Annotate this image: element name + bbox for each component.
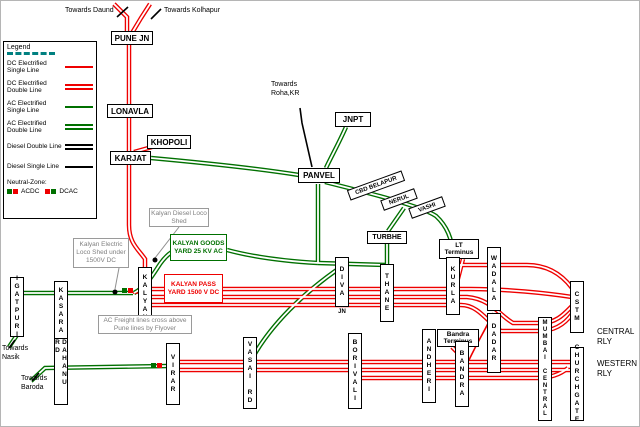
legend-title: Legend [7,44,31,51]
ac-swatch [51,189,57,194]
dc-double-line-sample [65,84,93,90]
neutral-zone-legend: Neutral-Zone: ACDC DCAC [7,179,93,195]
diesel-shed-pointer [154,226,180,259]
station-panvel: PANVEL [298,168,340,183]
station-kurla: KURLA [446,257,460,315]
station-andheri: ANDHERI [422,329,436,403]
station-borivali: BORIVALI [348,333,362,409]
note-ac-freight-flyover: AC Freight lines cross above Pune lines … [98,315,192,334]
baroda-arrow [31,372,40,382]
diesel-single-line-sample [65,166,93,168]
dc-swatch [45,189,51,194]
label-central-rly: CENTRAL RLY [597,327,635,347]
legend-row: AC Electrified Double Line [7,117,93,137]
legend-row: DC Electrified Single Line [7,57,93,77]
diesel-double-line-sample [65,144,93,150]
ac-swatch [7,189,12,194]
legend-divider [7,52,55,55]
neutral-zone-kasara-dc [128,288,133,293]
station-kalyan: KALYAN [138,267,152,329]
direction-towards-baroda: Towards Baroda [21,375,48,391]
neutral-zone-label: Neutral-Zone: [7,179,47,186]
neutral-zone-virar-ac [151,363,156,368]
station-lt-terminus: LT Terminus [439,239,479,259]
station-turbhe: TURBHE [367,231,407,244]
neutral-zone-virar-dc [157,363,162,368]
direction-towards-nasik: Towards Nasik [2,345,29,361]
ac-line-freight-goodsyard [226,247,319,266]
legend-row: Diesel Double Line [7,137,93,157]
kolhapur-arrow [150,8,162,20]
diesel-line-panvel-roha [299,107,313,168]
direction-towards-roha: Towards Roha,KR [271,81,300,97]
legend-item-label: AC Electrified Double Line [7,119,47,134]
station-mumbai-central: MUMBAI CENTRAL [538,317,552,421]
dc-swatch [13,189,18,194]
legend-row: AC Electrified Single Line [7,97,93,117]
electric-loco-shed-dot [112,289,118,295]
label-western-rly: WESTERN RLY [597,359,637,379]
station-lonavla: LONAVLA [107,104,153,118]
station-wadala: WADALA [487,247,501,311]
station-dadar: DADAR [487,313,501,373]
direction-towards-daund: Towards Daund [65,7,114,14]
daund-arrow [116,6,129,18]
neutral-zone-kasara-ac [122,288,127,293]
dcac-label: DCAC [59,188,78,195]
legend-item-label: AC Electrified Single Line [7,99,47,114]
station-pune-jn: PUNE JN [111,31,153,45]
note-kalyan-goods-yard: KALYAN GOODS YARD 25 KV AC [170,234,227,261]
legend-item-label: Diesel Single Line [7,163,60,171]
dc-line-harbour-wadala-cst [460,262,574,290]
station-virar: VIRAR [166,343,180,405]
legend-item-label: Diesel Double Line [7,143,62,151]
station-cstm: CSTM [570,281,584,333]
acdc-label: ACDC [21,188,40,195]
note-kalyan-electric-loco-shed: Kalyan Electric Loco Shed under 1500V DC [73,238,129,268]
station-dahanu-rd: DAHANU RD [54,338,68,405]
station-jnpt: JNPT [335,112,371,127]
station-igatpuri: IGATPURI [10,275,24,339]
legend-panel: Legend DC Electrified Single Line DC Ele… [3,41,97,219]
note-kalyan-diesel-loco-shed: Kalyan Diesel Loco Shed [149,208,209,227]
direction-towards-kolhapur: Towards Kolhapur [164,7,221,14]
nasik-arrow [8,339,16,349]
legend-item-label: DC Electrified Single Line [7,59,47,74]
legend-item-label: DC Electrified Double Line [7,79,47,94]
station-churchgate: CHURCHGATE [570,344,584,424]
station-thane: THANE [380,264,394,322]
diesel-loco-shed-dot [152,257,158,263]
note-kalyan-pass-yard: KALYAN PASS YARD 1500 V DC [164,274,223,303]
electric-shed-pointer [114,267,120,290]
dc-single-line-sample [65,66,93,68]
legend-row: Diesel Single Line [7,157,93,177]
station-diva-jn-suffix: JN [338,309,346,315]
station-bandra: BANDRA [455,341,469,407]
ac-line-diva-vasai-link [251,265,343,359]
station-khopoli: KHOPOLI [147,135,191,149]
station-karjat: KARJAT [110,151,151,165]
neutral-zone-samples: ACDC DCAC [7,188,93,195]
ac-double-line-sample [65,124,93,130]
station-vasai-rd: VASAI RD [243,337,257,409]
legend-row: DC Electrified Double Line [7,77,93,97]
station-diva: DIVA [335,257,349,307]
station-kasara: KASARA [54,281,68,341]
ac-single-line-sample [65,106,93,108]
